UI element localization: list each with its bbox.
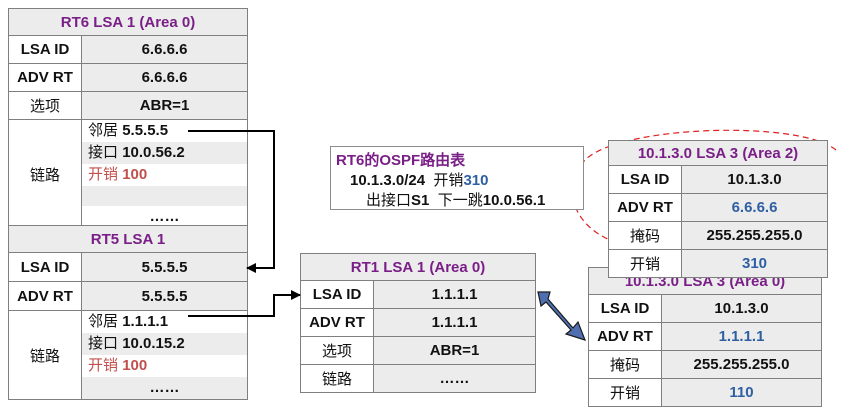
lsa3-area2-lsa-id: 10.1.3.0 <box>681 165 828 194</box>
rt5-cost: 100 <box>122 357 148 374</box>
rt6-routing-table: RT6的OSPF路由表 10.1.3.0/24 开销310 出接口S1 下一跳1… <box>330 146 584 210</box>
rt5-neighbor: 1.1.1.1 <box>122 313 169 330</box>
link-label: 链路 <box>300 364 374 393</box>
next-hop: 10.0.56.1 <box>482 192 546 209</box>
lsa3-area2-title: 10.1.3.0 LSA 3 (Area 2) <box>608 140 828 166</box>
rt5-interface: 10.0.15.2 <box>122 335 185 352</box>
route-cost-label: 开销 <box>433 172 464 189</box>
rt6-empty-row <box>82 186 247 206</box>
rt5-link-list: 邻居 1.1.1.1 接口 10.0.15.2 开销 100 …… <box>81 310 248 400</box>
rt6-cost-row: 开销 100 <box>88 166 148 183</box>
cost-label: 开销 <box>588 378 662 407</box>
rt6-interface: 10.0.56.2 <box>122 144 185 161</box>
option-label: 选项 <box>300 336 374 365</box>
lsa-id-label: LSA ID <box>8 35 82 64</box>
lsa3-area2-cost: 310 <box>681 249 828 278</box>
rt5-lsa-table: RT5 LSA 1 LSA ID 5.5.5.5 ADV RT 5.5.5.5 … <box>8 225 248 400</box>
rt1-lsa-id: 1.1.1.1 <box>373 280 536 309</box>
lsa3-area0-cost: 110 <box>661 378 822 407</box>
lsa-id-label: LSA ID <box>588 294 662 323</box>
route-cost: 310 <box>463 172 489 189</box>
rt1-link: …… <box>373 364 536 393</box>
rt1-adv-rt: 1.1.1.1 <box>373 308 536 337</box>
adv-rt-label: ADV RT <box>588 322 662 351</box>
rt6-adv-rt: 6.6.6.6 <box>81 63 248 92</box>
rt6-lsa-table: RT6 LSA 1 (Area 0) LSA ID 6.6.6.6 ADV RT… <box>8 8 248 229</box>
rt1-lsa-title: RT1 LSA 1 (Area 0) <box>300 253 536 281</box>
rt1-option: ABR=1 <box>373 336 536 365</box>
routing-table-route-row: 10.1.3.0/24 开销310 <box>350 169 488 190</box>
out-interface-label: 出接口 <box>366 192 412 209</box>
bidirectional-arrow <box>537 291 587 341</box>
link-label: 链路 <box>8 310 82 400</box>
next-hop-label: 下一跳 <box>437 192 483 209</box>
rt1-lsa-table: RT1 LSA 1 (Area 0) LSA ID 1.1.1.1 ADV RT… <box>300 253 536 393</box>
routing-table-title: RT6的OSPF路由表 <box>336 152 466 169</box>
lsa3-area0-mask: 255.255.255.0 <box>661 350 822 379</box>
route-destination: 10.1.3.0/24 <box>350 172 426 189</box>
adv-rt-label: ADV RT <box>300 308 374 337</box>
rt6-lsa-title: RT6 LSA 1 (Area 0) <box>8 8 248 36</box>
lsa3-area0-table: 10.1.3.0 LSA 3 (Area 0) LSA ID 10.1.3.0 … <box>588 267 822 407</box>
lsa-id-label: LSA ID <box>8 252 82 282</box>
rt5-ellipsis: …… <box>82 377 247 399</box>
cost-label: 开销 <box>608 249 682 278</box>
lsa3-area2-table: 10.1.3.0 LSA 3 (Area 2) LSA ID 10.1.3.0 … <box>608 140 828 278</box>
lsa-id-label: LSA ID <box>608 165 682 194</box>
adv-rt-label: ADV RT <box>608 193 682 222</box>
rt5-lsa-title: RT5 LSA 1 <box>8 225 248 253</box>
out-interface: S1 <box>411 192 430 209</box>
adv-rt-label: ADV RT <box>8 63 82 92</box>
rt5-neighbor-row: 邻居 1.1.1.1 <box>88 313 169 330</box>
rt5-interface-row: 接口 10.0.15.2 <box>82 333 247 355</box>
lsa3-area2-mask: 255.255.255.0 <box>681 221 828 250</box>
rt6-lsa-id: 6.6.6.6 <box>81 35 248 64</box>
rt6-interface-row: 接口 10.0.56.2 <box>82 142 247 164</box>
rt5-lsa-id: 5.5.5.5 <box>81 252 248 282</box>
rt6-neighbor-row: 邻居 5.5.5.5 <box>88 122 169 139</box>
option-label: 选项 <box>8 91 82 120</box>
rt6-neighbor: 5.5.5.5 <box>122 122 169 139</box>
rt6-link-list: 邻居 5.5.5.5 接口 10.0.56.2 开销 100 …… <box>81 119 248 229</box>
adv-rt-label: ADV RT <box>8 281 82 311</box>
rt5-adv-rt: 5.5.5.5 <box>81 281 248 311</box>
lsa3-area0-lsa-id: 10.1.3.0 <box>661 294 822 323</box>
lsa3-area0-adv-rt: 1.1.1.1 <box>661 322 822 351</box>
mask-label: 掩码 <box>608 221 682 250</box>
mask-label: 掩码 <box>588 350 662 379</box>
rt6-cost: 100 <box>122 166 148 183</box>
rt5-cost-row: 开销 100 <box>88 357 148 374</box>
rt6-option: ABR=1 <box>81 91 248 120</box>
rt6-ellipsis: …… <box>149 208 180 225</box>
lsa3-area2-adv-rt: 6.6.6.6 <box>681 193 828 222</box>
link-label: 链路 <box>8 119 82 229</box>
routing-table-nexthop-row: 出接口S1 下一跳10.0.56.1 <box>366 189 545 210</box>
lsa-id-label: LSA ID <box>300 280 374 309</box>
